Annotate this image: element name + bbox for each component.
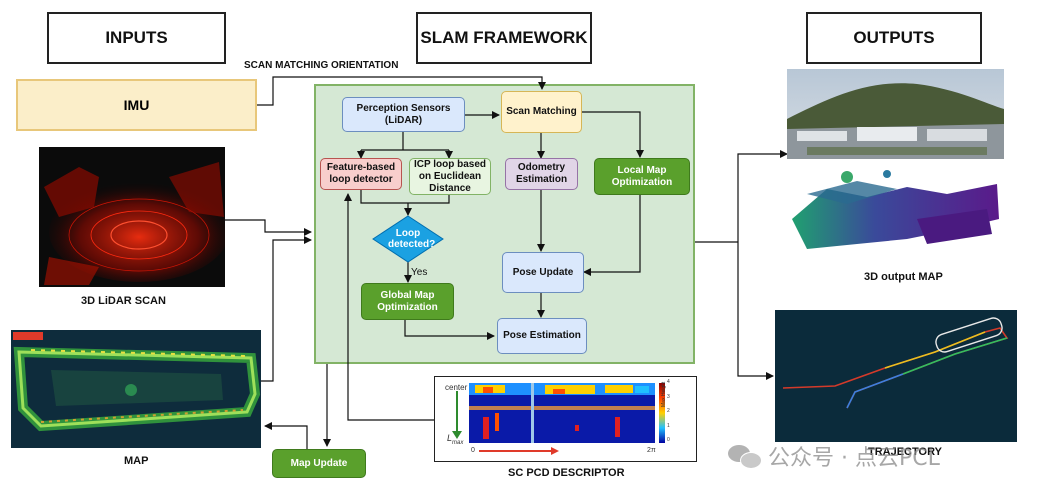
sc-descriptor-panel: center Lmax 0 2π 4 3 2 1 0 Max Height: [434, 376, 697, 462]
descriptor-zero-label: 0: [471, 447, 475, 454]
scan-matching-orientation-label: SCAN MATCHING ORIENTATION: [244, 60, 399, 71]
descriptor-center-label: center: [445, 383, 468, 392]
descriptor-2pi-label: 2π: [647, 447, 656, 454]
scan-to-local-map-arrow: [582, 111, 644, 158]
loop-detected-text: Loop detected?: [388, 228, 436, 250]
perception-sensors-node: Perception Sensors (LiDAR): [342, 97, 465, 132]
yes-label: Yes: [411, 267, 428, 278]
inputs-header: INPUTS: [47, 12, 226, 64]
imu-to-scan-matching-arrow: [257, 76, 546, 106]
outputs-header-text: OUTPUTS: [853, 28, 935, 47]
slam-header-text: SLAM FRAMEWORK: [420, 28, 588, 47]
global-map-text: Global Map Optimization: [377, 289, 438, 313]
imu-label: IMU: [123, 97, 150, 113]
output-3d-map-image: [787, 69, 1004, 265]
pose-update-text: Pose Update: [512, 266, 574, 278]
trajectory-image: [775, 310, 1017, 442]
feature-loop-text: Feature-based loop detector: [326, 162, 396, 185]
map-update-text: Map Update: [290, 457, 348, 469]
decision-diamond-shape: [372, 215, 444, 263]
global-map-optimization-node: Global Map Optimization: [361, 283, 454, 320]
loop-detected-decision: Loop detected?: [372, 215, 444, 263]
feature-down: [360, 190, 450, 204]
lidar-to-framework-arrow: [225, 219, 312, 236]
scan-matching-text: Scan Matching: [506, 106, 577, 117]
pose-estimation-text: Pose Estimation: [503, 330, 581, 341]
colorbar-ticks: 4 3 2 1 0: [667, 379, 677, 443]
local-map-to-pose-update-arrow: [583, 195, 641, 276]
odometry-text: Odometry Estimation: [515, 162, 568, 185]
watermark-text: 公众号 · 点云PCL: [768, 446, 940, 471]
colorbar-tick: 4: [667, 379, 670, 385]
trajectory-caption: TRAJECTORY: [868, 446, 942, 458]
map-to-framework-arrow: [261, 236, 312, 382]
map-caption: MAP: [124, 455, 149, 467]
lmax-symbol: L: [447, 433, 453, 443]
descriptor-heatmap: [452, 383, 665, 455]
input-map-point-cloud: [11, 330, 261, 448]
local-map-optimization-node: Local Map Optimization: [594, 158, 690, 195]
descriptor-lmax-label: Lmax: [447, 433, 463, 446]
global-map-to-estimation-arrow: [404, 320, 495, 340]
slam-framework-header: SLAM FRAMEWORK: [416, 12, 592, 64]
colorbar-tick: 0: [667, 437, 670, 443]
sc-descriptor-caption: SC PCD DESCRIPTOR: [508, 467, 625, 479]
output-3d-map-caption: 3D output MAP: [864, 271, 943, 283]
watermark: 公众号 · 点云PCL: [728, 440, 940, 472]
colorbar-label: Max Height: [661, 381, 667, 407]
colorbar-tick: 2: [667, 408, 670, 414]
trajectory-render: [775, 310, 1017, 442]
inputs-header-text: INPUTS: [105, 28, 168, 47]
lmax-subscript: max: [452, 439, 464, 446]
output-3d-map-render: [787, 69, 1004, 265]
pose-update-node: Pose Update: [502, 252, 584, 293]
imu-box: IMU: [16, 79, 257, 131]
lidar-scan-image: [39, 147, 225, 287]
icp-loop-node: ICP loop based on Euclidean Distance: [409, 158, 491, 195]
map-update-node: Map Update: [272, 449, 366, 478]
wechat-icon: [728, 443, 762, 469]
feature-loop-detector-node: Feature-based loop detector: [320, 158, 402, 190]
descriptor-to-feature-arrow: [344, 193, 434, 421]
colorbar-tick: 1: [667, 422, 670, 429]
lidar-scan-caption: 3D LiDAR SCAN: [81, 295, 166, 307]
to-3d-map-arrow: [737, 150, 788, 242]
map-update-to-map-arrow: [264, 422, 308, 449]
lidar-point-cloud: [39, 147, 225, 287]
local-map-text: Local Map Optimization: [611, 164, 673, 188]
to-trajectory-arrow: [737, 242, 774, 380]
icp-loop-text: ICP loop based on Euclidean Distance: [413, 158, 487, 194]
scan-matching-node: Scan Matching: [501, 91, 582, 133]
outputs-header: OUTPUTS: [806, 12, 982, 64]
colorbar-tick: 3: [667, 393, 670, 400]
input-map-image: [11, 330, 261, 448]
odometry-estimation-node: Odometry Estimation: [505, 158, 578, 190]
pose-estimation-node: Pose Estimation: [497, 318, 587, 354]
perception-sensors-text: Perception Sensors (LiDAR): [356, 102, 451, 126]
